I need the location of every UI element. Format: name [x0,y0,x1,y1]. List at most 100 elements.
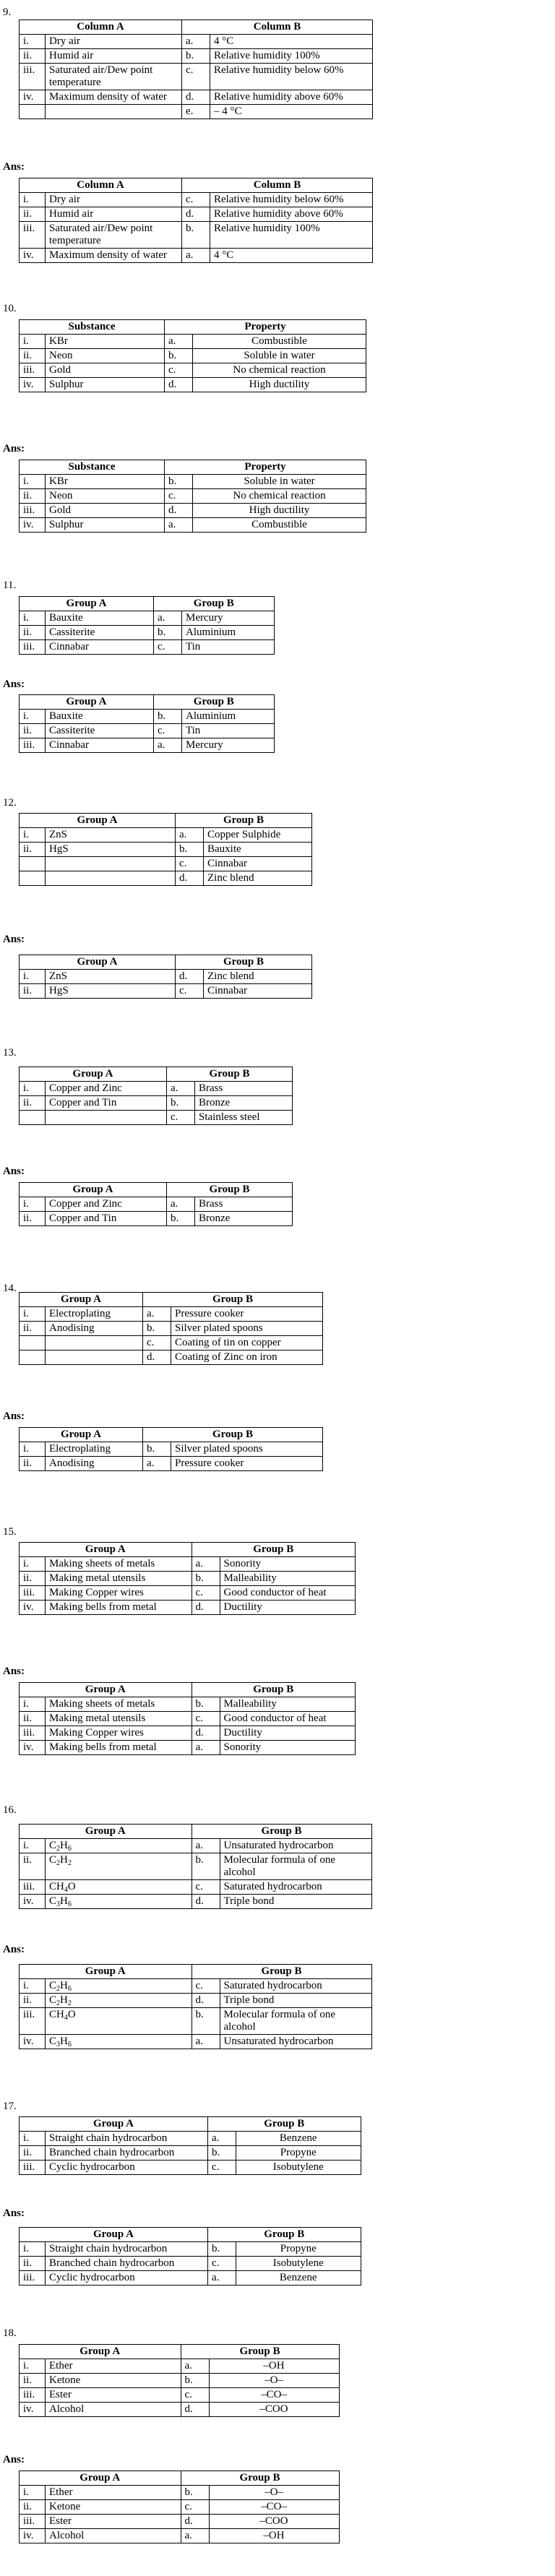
column-b-cell: –CO– [208,2499,340,2515]
row-number: iv. [19,2528,46,2543]
column-a-cell: Neon [45,488,165,504]
column-a-header: Group A [19,2344,181,2359]
column-b-cell: Malleability [219,1697,356,1712]
column-b-cell: Coating of Zinc on iron [171,1350,323,1365]
row-number: ii. [19,1993,46,2008]
column-a-cell: Making bells from metal [45,1740,192,1755]
option-letter: a. [191,1556,220,1572]
answer-label: Ans: [3,2207,25,2219]
option-letter: b. [191,1853,220,1880]
column-b-cell: Saturated hydrocarbon [219,1978,372,1994]
column-b-cell: Zinc blend [203,969,312,984]
column-b-header: Group B [207,2227,361,2242]
column-b-cell: Cinnabar [203,983,312,999]
column-b-cell: Isobutylene [236,2160,361,2175]
row-number: i. [19,1978,46,1994]
column-a-cell: Ester [45,2514,181,2529]
row-number: iv. [19,1600,46,1615]
column-a-cell: Cyclic hydrocarbon [45,2270,208,2286]
column-b-cell: – 4 °C [210,104,373,119]
option-letter: b. [164,474,193,489]
column-b-header: Property [164,319,366,335]
column-b-cell: Propyne [236,2241,361,2257]
column-b-cell: Triple bond [219,1993,372,2008]
column-a-cell: Branched chain hydrocarbon [45,2145,208,2161]
option-letter: c. [207,2256,236,2271]
column-a-header: Group A [19,596,154,611]
column-a-header: Group A [19,955,176,970]
column-a-header: Group A [19,2471,181,2486]
column-b-cell: Combustible [192,517,366,533]
row-number: i. [19,192,46,207]
row-number: iv. [19,517,46,533]
answer-label: Ans: [3,443,25,455]
row-number: iv. [19,2034,46,2049]
column-b-header: Group B [191,1542,356,1557]
column-b-cell: Bronze [194,1211,293,1226]
option-letter: a. [180,2528,210,2543]
column-b-cell: –COO [208,2402,340,2417]
column-a-cell: Making bells from metal [45,1600,192,1615]
column-b-cell: Isobutylene [236,2256,361,2271]
option-letter: a. [142,1456,171,1471]
column-b-cell: Sonority [219,1740,356,1755]
column-b-cell: Cinnabar [203,856,312,871]
option-letter: a. [175,827,204,843]
column-a-cell: C2H6 [45,1978,192,1994]
row-number: ii. [19,2256,46,2271]
column-b-cell: 4 °C [210,248,373,263]
column-b-header: Group B [191,1964,372,1979]
row-number: iii. [19,503,46,518]
option-letter: b. [166,1211,195,1226]
column-b-cell: Soluble in water [192,348,366,363]
column-a-cell: Maximum density of water [45,248,182,263]
question-number: 13. [3,1047,17,1059]
option-letter: c. [207,2160,236,2175]
column-a-cell: C2H2 [45,1853,192,1880]
row-number: iii. [19,1879,46,1895]
column-a-cell: Sulphur [45,517,165,533]
option-letter: c. [191,1879,220,1895]
column-a-cell: CH4O [45,1879,192,1895]
answer-label: Ans: [3,934,25,945]
option-letter: c. [164,488,193,504]
row-number: i. [19,969,46,984]
column-a-cell: Making sheets of metals [45,1556,192,1572]
column-a-cell: Alcohol [45,2402,181,2417]
column-a-cell: Cinnabar [45,738,154,753]
answer-label: Ans: [3,1666,25,1677]
column-a-cell: Bauxite [45,611,154,626]
row-number: ii. [19,625,46,640]
table-row: e.– 4 °C [19,104,373,119]
column-a-cell: C2H6 [45,1838,192,1853]
column-a-cell: Bauxite [45,709,154,724]
column-a-header: Substance [19,460,165,475]
column-b-cell: Stainless steel [194,1110,293,1125]
column-b-cell: Relative humidity 100% [210,221,373,249]
row-number: ii. [19,488,46,504]
row-number: ii. [19,842,46,857]
row-number: i. [19,2131,46,2146]
row-number: i. [19,611,46,626]
option-letter: b. [142,1442,171,1457]
column-a-cell: CH4O [45,2007,192,2035]
